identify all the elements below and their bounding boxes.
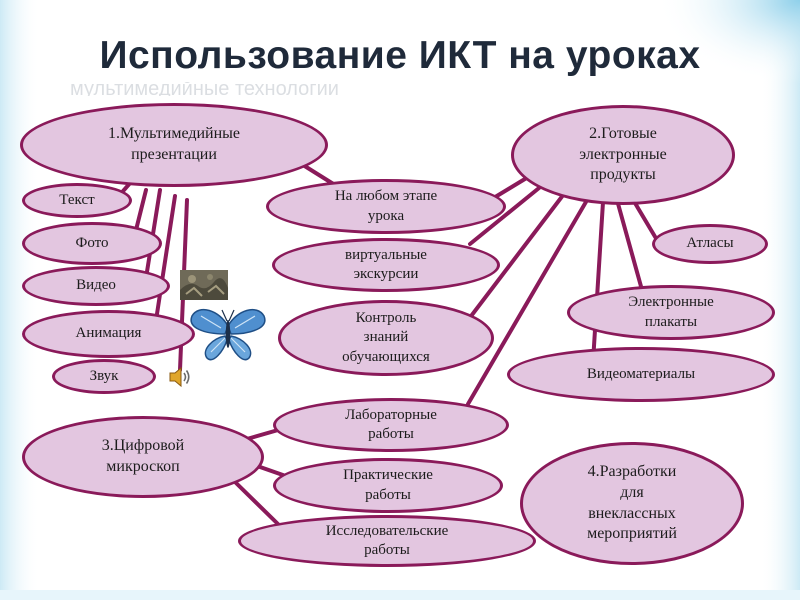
node-electronic-posters: Электронные плакаты xyxy=(567,285,775,340)
node-multimedia-presentations: 1.Мультимедийные презентации xyxy=(20,103,328,187)
connector-ready-posters xyxy=(615,198,644,292)
photo-thumbnail-icon xyxy=(180,270,228,300)
node-video: Видео xyxy=(22,266,170,306)
node-lab-works: Лабораторные работы xyxy=(273,398,509,452)
connector-microscope-research xyxy=(230,477,284,530)
connector-multimedia-animation xyxy=(153,194,177,329)
node-animation: Анимация xyxy=(22,310,195,358)
node-text: Текст xyxy=(22,183,132,218)
butterfly-icon xyxy=(190,308,266,361)
node-any-stage: На любом этапе урока xyxy=(266,179,506,234)
node-sound: Звук xyxy=(52,359,156,394)
connector-ready-atlases xyxy=(630,196,659,242)
node-knowledge-control: Контроль знаний обучающихся xyxy=(278,300,494,376)
node-extracurricular-developments: 4.Разработки для внеклассных мероприятий xyxy=(520,442,744,565)
title-shadow-text: мультимедийные технологии xyxy=(70,82,339,96)
node-practical-works: Практические работы xyxy=(273,458,503,513)
node-photo: Фото xyxy=(22,222,162,265)
node-research-works: Исследовательские работы xyxy=(238,515,536,567)
node-virtual-tours: виртуальные экскурсии xyxy=(272,238,500,292)
speaker-icon xyxy=(169,366,190,388)
node-atlases: Атласы xyxy=(652,224,768,264)
page-title: Использование ИКТ на уроках xyxy=(99,34,701,77)
connector-ready-lab xyxy=(466,193,592,406)
node-digital-microscope: 3.Цифровой микроскоп xyxy=(22,416,264,498)
connector-ready-control xyxy=(460,184,572,330)
connector-ready-video-materials xyxy=(591,200,605,364)
connector-multimedia-photo xyxy=(134,188,148,232)
node-video-materials: Видеоматериалы xyxy=(507,347,775,402)
node-ready-electronic-products: 2.Готовые электронные продукты xyxy=(511,105,735,205)
